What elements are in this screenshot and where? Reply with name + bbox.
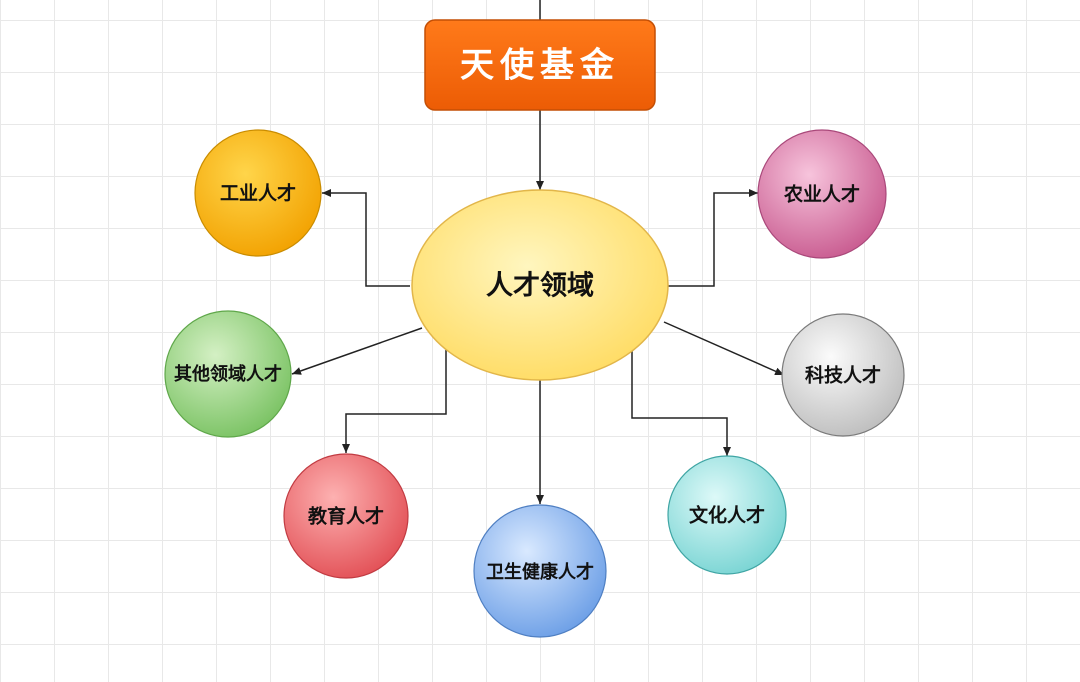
root-box bbox=[424, 19, 656, 111]
field-label: 教育人才 bbox=[308, 505, 384, 528]
field-node-health: 卫生健康人才 bbox=[473, 504, 607, 638]
field-label: 卫生健康人才 bbox=[486, 561, 594, 583]
field-circle bbox=[194, 129, 322, 257]
field-node-agriculture: 农业人才 bbox=[757, 129, 887, 259]
field-node-other: 其他领域人才 bbox=[164, 310, 292, 438]
hub-label: 人才领域 bbox=[486, 271, 594, 302]
field-circle bbox=[667, 455, 787, 575]
connector-hub-to-other bbox=[291, 327, 423, 375]
hub-ellipse bbox=[411, 189, 669, 381]
field-node-education: 教育人才 bbox=[283, 453, 409, 579]
connector-hub-to-education bbox=[342, 350, 447, 453]
field-circle bbox=[757, 129, 887, 259]
connectors bbox=[291, 0, 785, 504]
field-label: 工业人才 bbox=[220, 182, 296, 205]
connector-hub-to-tech bbox=[663, 321, 785, 376]
field-circle bbox=[283, 453, 409, 579]
root-node: 天使基金 bbox=[424, 19, 656, 111]
hub-node: 人才领域 bbox=[411, 189, 669, 381]
connector-hub-to-agriculture bbox=[668, 189, 758, 287]
field-circle bbox=[164, 310, 292, 438]
field-label: 农业人才 bbox=[783, 183, 860, 206]
field-circle bbox=[473, 504, 607, 638]
field-circle bbox=[781, 313, 905, 437]
field-node-culture: 文化人才 bbox=[667, 455, 787, 575]
field-node-industry: 工业人才 bbox=[194, 129, 322, 257]
field-label: 其他领域人才 bbox=[174, 363, 282, 385]
root-label: 天使基金 bbox=[460, 46, 620, 86]
connector-hub-to-culture bbox=[631, 350, 731, 456]
field-label: 文化人才 bbox=[689, 504, 765, 527]
connector-hub-to-industry bbox=[322, 189, 410, 287]
field-label: 科技人才 bbox=[805, 364, 881, 387]
field-node-tech: 科技人才 bbox=[781, 313, 905, 437]
